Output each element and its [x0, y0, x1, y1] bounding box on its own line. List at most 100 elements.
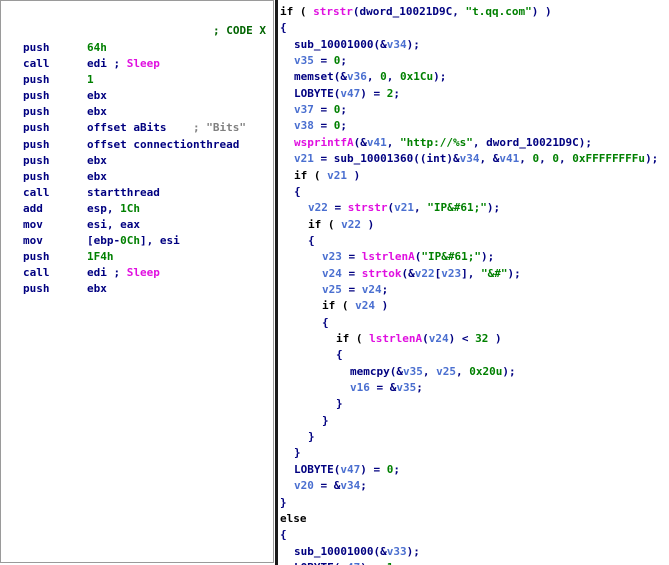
code-line[interactable]: v21 = sub_10001360((int)&v34, &v41, 0, 0… [294, 151, 658, 168]
asm-operands: ebx [87, 170, 107, 183]
code-line[interactable]: v37 = 0; [294, 102, 347, 119]
code-line[interactable]: { [336, 347, 343, 364]
code-token: v34 [340, 479, 361, 493]
code-line[interactable]: { [280, 527, 287, 544]
code-token: ) [361, 217, 375, 231]
asm-mnemonic: push [23, 169, 50, 183]
code-line[interactable]: v20 = &v34; [294, 478, 367, 495]
code-token: LOBYTE( [294, 462, 341, 476]
code-line[interactable]: } [336, 396, 343, 413]
code-token: v47 [340, 462, 361, 476]
code-token: if ( [294, 168, 328, 182]
code-line[interactable]: { [322, 315, 329, 332]
code-line[interactable]: { [308, 233, 315, 250]
code-token: ) [347, 168, 361, 182]
code-line[interactable]: sub_10001000(&v33); [294, 544, 420, 561]
code-token: 0x1Cu [399, 70, 434, 84]
asm-token: 1 [87, 73, 94, 87]
code-token: v35 [294, 54, 314, 68]
code-token: ( [414, 250, 422, 264]
code-line[interactable]: LOBYTE(v47) = 1; [294, 560, 400, 565]
asm-operands: 64h [87, 41, 107, 54]
code-line[interactable]: v25 = v24; [322, 282, 388, 299]
code-line[interactable]: if ( v24 ) [322, 298, 388, 315]
code-token: v22 [308, 201, 328, 215]
code-line[interactable]: sub_10001000(&v34); [294, 37, 420, 54]
code-token: "&#" [481, 266, 508, 280]
code-token: (dword_10021D9C, [352, 5, 466, 18]
panel-divider[interactable] [275, 0, 278, 565]
code-token: , [539, 152, 553, 166]
code-line[interactable]: memset(&v36, 0, 0x1Cu); [294, 69, 446, 86]
code-token: { [336, 348, 343, 362]
code-line[interactable]: LOBYTE(v47) = 0; [294, 462, 400, 479]
code-token: v37 [294, 103, 314, 117]
asm-token: ; [106, 57, 127, 71]
asm-mnemonic: mov [23, 234, 43, 248]
code-token: v20 [294, 479, 314, 493]
code-token: if ( [322, 299, 356, 313]
code-token: 0 [386, 462, 394, 476]
code-token: strtok [361, 266, 402, 280]
code-line[interactable]: v35 = 0; [294, 53, 347, 70]
asm-token: ; "Bits" [166, 121, 246, 135]
asm-operands: [ebp-0Ch], esi [87, 234, 180, 247]
code-line[interactable]: memcpy(&v35, v25, 0x20u); [350, 364, 516, 381]
code-line[interactable]: LOBYTE(v47) = 2; [294, 86, 400, 103]
code-line[interactable]: wsprintfA(&v41, "http://%s", dword_10021… [294, 135, 592, 152]
code-token: 2 [386, 86, 394, 100]
code-line[interactable]: v16 = &v35; [350, 380, 423, 397]
code-token: { [294, 184, 301, 198]
code-token: ); [433, 70, 447, 84]
code-line[interactable]: { [294, 184, 301, 201]
asm-token: startthread [87, 185, 160, 199]
code-line[interactable]: } [294, 445, 301, 462]
code-token: = [313, 103, 334, 117]
code-token: ], [461, 266, 481, 280]
code-line[interactable]: if ( strstr(dword_10021D9C, "t.qq.com") … [280, 4, 552, 21]
code-line[interactable]: v38 = 0; [294, 118, 347, 135]
code-token: ; [340, 54, 347, 68]
code-line[interactable]: } [280, 495, 287, 512]
asm-row[interactable]: mov [ebp-0Ch], esi [1, 234, 273, 250]
asm-operands: esi, eax [87, 218, 140, 231]
code-token: ( [422, 332, 429, 345]
asm-token: esp, [87, 201, 121, 215]
code-line[interactable]: } [322, 413, 329, 430]
asm-row[interactable]: push ebx [1, 169, 273, 186]
code-line[interactable]: { [280, 20, 287, 37]
asm-token: ebx [87, 153, 107, 167]
asm-token: ; [106, 266, 127, 280]
code-token: v23 [441, 266, 462, 280]
code-token: v23 [322, 250, 342, 264]
code-line[interactable]: v22 = strstr(v21, "IP&#61;"); [308, 200, 500, 217]
code-line[interactable]: else [280, 511, 307, 528]
code-token: v35 [402, 364, 423, 378]
code-token: , [558, 152, 573, 166]
code-line[interactable]: if ( v21 ) [294, 168, 360, 185]
code-token: v25 [436, 364, 456, 378]
code-line[interactable]: v23 = lstrlenA("IP&#61;"); [322, 249, 494, 266]
code-token: , dword_10021D9C); [472, 135, 593, 149]
asm-operands: offset aBits ; "Bits" [87, 121, 246, 134]
code-line[interactable]: if ( lstrlenA(v24) < 32 ) [336, 331, 502, 348]
code-token: [ [434, 266, 442, 280]
code-line[interactable]: if ( v22 ) [308, 217, 374, 234]
code-line[interactable]: v24 = strtok(&v22[v23], "&#"); [322, 266, 521, 283]
code-line[interactable]: } [308, 429, 315, 446]
code-token: v38 [294, 119, 314, 133]
